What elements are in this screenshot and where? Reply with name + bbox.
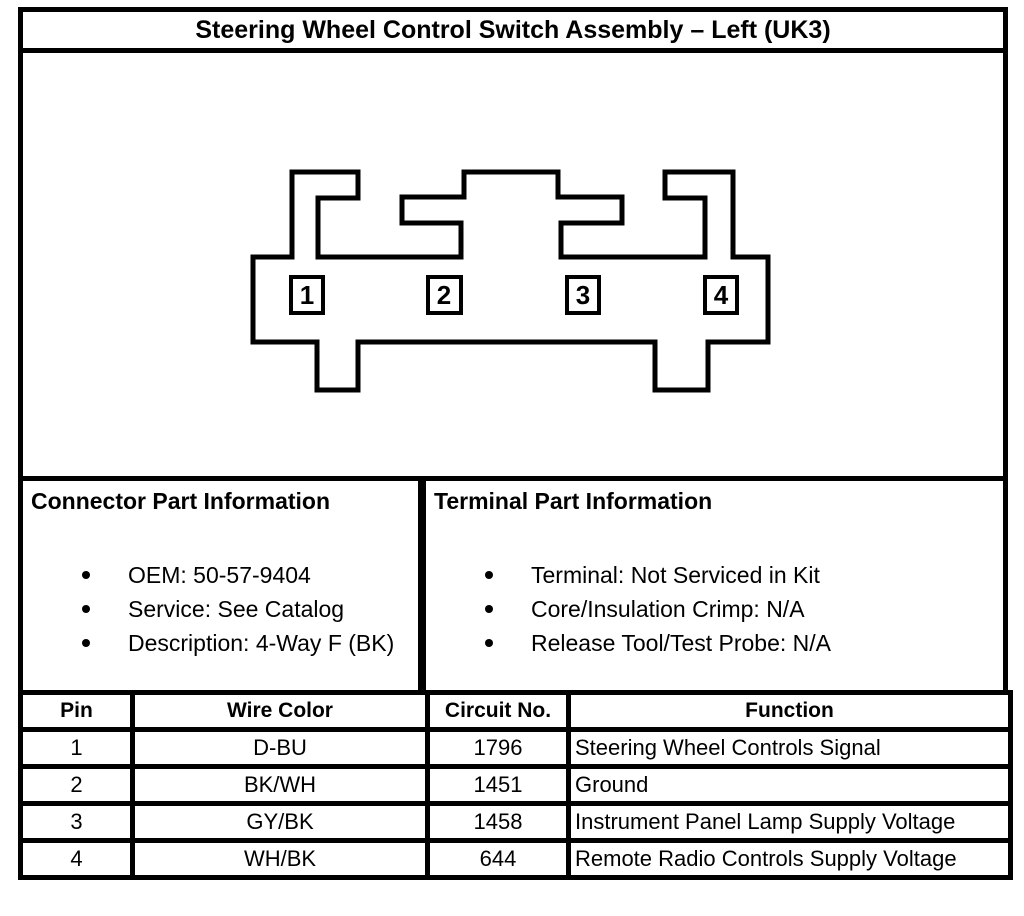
list-item: Description: 4-Way F (BK)	[23, 626, 418, 660]
wire-color-cell: GY/BK	[130, 801, 430, 843]
table-row: 4 WH/BK 644 Remote Radio Controls Supply…	[18, 838, 1013, 880]
pinout-table: Pin Wire Color Circuit No. Function 1 D-…	[18, 690, 1013, 880]
table-row: 1 D-BU 1796 Steering Wheel Controls Sign…	[18, 727, 1013, 769]
pin-cell: 1	[18, 727, 135, 769]
bullet-icon	[82, 605, 90, 613]
function-cell: Remote Radio Controls Supply Voltage	[566, 838, 1013, 880]
list-item: OEM: 50-57-9404	[23, 558, 418, 592]
circuit-no-cell: 1796	[425, 727, 571, 769]
column-header-wire-color: Wire Color	[130, 690, 430, 732]
connector-diagram: 1 2 3 4	[250, 169, 771, 393]
terminal-part-info-heading: Terminal Part Information	[434, 488, 713, 514]
part-info-section: Connector Part Information OEM: 50-57-94…	[18, 476, 1008, 695]
sheet: Steering Wheel Control Switch Assembly –…	[18, 7, 1013, 903]
connector-outline	[250, 169, 771, 393]
connector-part-info-list: OEM: 50-57-9404 Service: See Catalog Des…	[23, 558, 418, 660]
list-item-text: Service: See Catalog	[128, 596, 345, 622]
pin-cell: 4	[18, 838, 135, 880]
wire-color-cell: D-BU	[130, 727, 430, 769]
connector-part-info-box: Connector Part Information OEM: 50-57-94…	[18, 476, 422, 695]
list-item-text: OEM: 50-57-9404	[128, 562, 311, 588]
bullet-icon	[485, 639, 493, 647]
list-item: Terminal: Not Serviced in Kit	[426, 558, 1003, 592]
pin-cavity-2: 2	[426, 275, 463, 315]
pin-cavity-3: 3	[565, 275, 601, 315]
column-header-function: Function	[566, 690, 1013, 732]
pin-cell: 3	[18, 801, 135, 843]
list-item: Core/Insulation Crimp: N/A	[426, 592, 1003, 626]
pin-1-label: 1	[300, 280, 314, 310]
function-cell: Instrument Panel Lamp Supply Voltage	[566, 801, 1013, 843]
function-cell: Ground	[566, 764, 1013, 806]
connector-diagram-panel: 1 2 3 4	[18, 48, 1008, 481]
table-row: 2 BK/WH 1451 Ground	[18, 764, 1013, 806]
list-item: Service: See Catalog	[23, 592, 418, 626]
list-item-text: Terminal: Not Serviced in Kit	[531, 562, 820, 588]
table-header-row: Pin Wire Color Circuit No. Function	[18, 690, 1013, 732]
wire-color-cell: BK/WH	[130, 764, 430, 806]
wire-color-cell: WH/BK	[130, 838, 430, 880]
list-item-text: Release Tool/Test Probe: N/A	[531, 630, 832, 656]
column-header-circuit-no: Circuit No.	[425, 690, 571, 732]
pin-3-label: 3	[576, 280, 590, 310]
connector-part-info-heading: Connector Part Information	[31, 488, 331, 514]
pin-cell: 2	[18, 764, 135, 806]
list-item-text: Description: 4-Way F (BK)	[128, 630, 395, 656]
terminal-part-info-box: Terminal Part Information Terminal: Not …	[422, 476, 1008, 695]
pin-cavity-1: 1	[289, 275, 325, 315]
bullet-icon	[485, 605, 493, 613]
circuit-no-cell: 644	[425, 838, 571, 880]
circuit-no-cell: 1451	[425, 764, 571, 806]
pin-2-label: 2	[437, 280, 451, 310]
list-item-text: Core/Insulation Crimp: N/A	[531, 596, 805, 622]
pin-4-label: 4	[714, 280, 729, 310]
terminal-part-info-list: Terminal: Not Serviced in Kit Core/Insul…	[426, 558, 1003, 660]
circuit-no-cell: 1458	[425, 801, 571, 843]
table-row: 3 GY/BK 1458 Instrument Panel Lamp Suppl…	[18, 801, 1013, 843]
pin-cavity-4: 4	[703, 275, 739, 315]
bullet-icon	[485, 571, 493, 579]
list-item: Release Tool/Test Probe: N/A	[426, 626, 1003, 660]
function-cell: Steering Wheel Controls Signal	[566, 727, 1013, 769]
column-header-pin: Pin	[18, 690, 135, 732]
page-title: Steering Wheel Control Switch Assembly –…	[18, 7, 1008, 53]
bullet-icon	[82, 571, 90, 579]
bullet-icon	[82, 639, 90, 647]
